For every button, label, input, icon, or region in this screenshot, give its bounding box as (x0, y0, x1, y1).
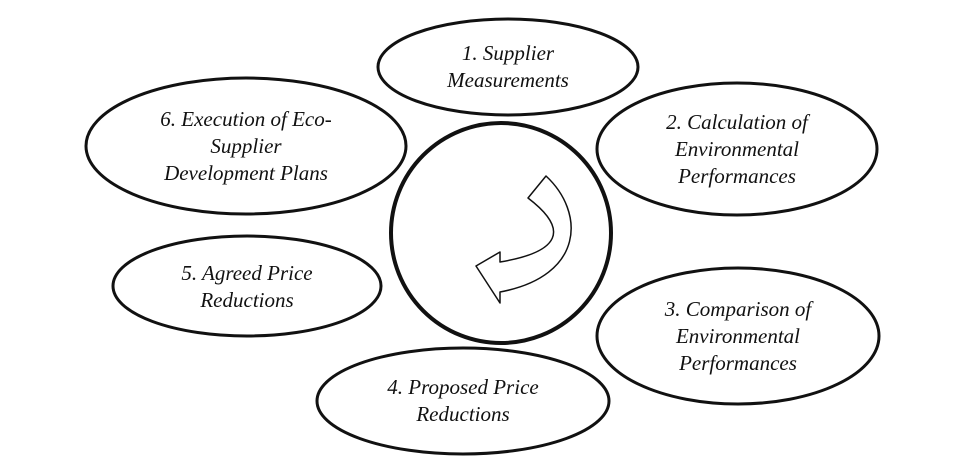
node-2-line-1: 2. Calculation of (666, 109, 808, 134)
node-2-line-3: Performances (678, 163, 796, 188)
node-1-line-1: 1. Supplier (461, 41, 555, 65)
node-4-line-2: Reductions (416, 402, 510, 426)
node-3-line-3: Performances (679, 350, 797, 375)
ellipse-step-4 (315, 346, 611, 456)
node-label-step-3: 3. Comparison of Environmental Performan… (628, 291, 848, 381)
ellipse-step-1 (376, 17, 640, 117)
node-label-step-5: 5. Agreed Price Reductions (137, 252, 357, 322)
ellipse-step-5 (111, 234, 383, 338)
node-6-line-3: Development Plans (164, 160, 328, 185)
node-1-line-2: Measurements (447, 68, 569, 92)
node-2-line-2: Environmental (674, 136, 800, 161)
node-label-step-2: 2. Calculation of Environmental Performa… (627, 104, 847, 194)
node-6-line-2: Supplier (210, 133, 282, 158)
node-label-step-4: 4. Proposed Price Reductions (353, 366, 573, 436)
node-label-step-1: 1. Supplier Measurements (398, 29, 618, 105)
node-5-line-2: Reductions (200, 288, 294, 312)
node-3-line-1: 3. Comparison of (664, 296, 812, 321)
node-6-line-1: 6. Execution of Eco- (160, 106, 332, 131)
center-circle (389, 121, 613, 345)
ellipse-step-6 (84, 76, 408, 216)
node-5-line-1: 5. Agreed Price (181, 261, 313, 285)
node-3-line-2: Environmental (675, 323, 801, 348)
node-label-step-6: 6. Execution of Eco- Supplier Developmen… (126, 101, 366, 191)
curved-arrow-icon (475, 175, 572, 304)
node-4-line-1: 4. Proposed Price (387, 375, 539, 399)
ellipse-step-2 (595, 81, 879, 217)
ellipse-step-3 (595, 266, 881, 406)
